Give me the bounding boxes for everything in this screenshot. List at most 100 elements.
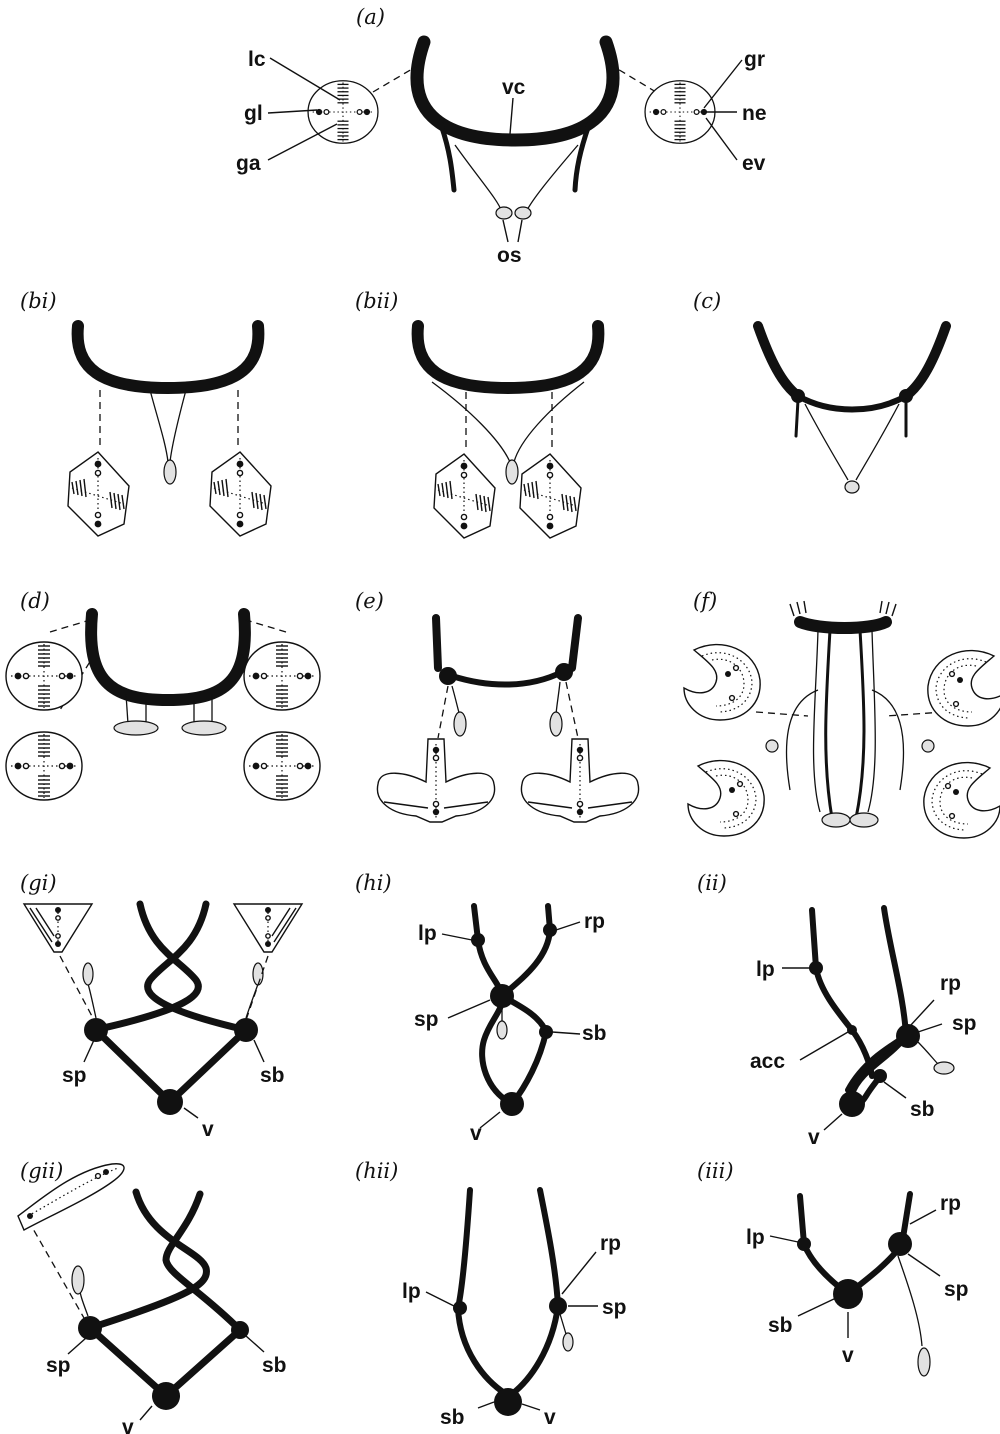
- lateral-organ: [6, 642, 82, 710]
- label-lp: lp: [402, 1280, 421, 1303]
- label-rp: rp: [940, 1192, 961, 1215]
- statolith-organ: [934, 1062, 954, 1074]
- lateral-organ: [244, 732, 320, 800]
- statolith-organ: [822, 813, 850, 827]
- label-v: v: [842, 1344, 854, 1367]
- panel-gii: (gii) sp sb v: [18, 1159, 287, 1434]
- label-v: v: [544, 1406, 556, 1429]
- leader-line: [510, 98, 513, 134]
- ventral-commissure: [758, 326, 798, 396]
- nerve: [796, 400, 798, 436]
- ganglion: [439, 667, 457, 685]
- leader-line: [706, 118, 737, 160]
- statolith-organ: [253, 963, 263, 985]
- nerve-fibre: [526, 145, 578, 212]
- leader-line: [910, 1000, 934, 1026]
- nerve: [856, 630, 864, 818]
- label-sp: sp: [952, 1012, 977, 1035]
- ventral-commissure: [798, 396, 906, 410]
- label-rp: rp: [940, 972, 961, 995]
- nerve-fibre: [868, 630, 875, 812]
- panel-gi: (gi) sp sb v: [20, 871, 302, 1141]
- leader-line: [480, 1112, 500, 1128]
- statolith-organ: [506, 460, 518, 484]
- statolith-organ: [550, 712, 562, 736]
- ventral-commissure: [452, 672, 562, 685]
- label-lp: lp: [418, 922, 437, 945]
- lateral-organ: [68, 452, 129, 536]
- nerve-fibre: [150, 390, 168, 462]
- ganglion: [555, 663, 573, 681]
- ventral-commissure: [436, 618, 438, 668]
- ganglion-lp: [809, 961, 823, 975]
- leader-line: [68, 1338, 86, 1354]
- label-sp: sp: [46, 1354, 71, 1377]
- label-v: v: [122, 1416, 134, 1434]
- leader-line: [268, 124, 337, 160]
- label-lc: lc: [248, 48, 266, 71]
- ganglion-sp: [549, 1297, 567, 1315]
- ventral-commissure: [906, 326, 946, 396]
- nerve-fibre: [432, 382, 510, 462]
- ganglion-sb: [234, 1018, 258, 1042]
- leader-line: [704, 60, 742, 108]
- panel-caption: (f): [693, 589, 717, 613]
- ganglion-sb: [539, 1025, 553, 1039]
- nerve-fibre: [556, 682, 560, 716]
- label-rp: rp: [600, 1232, 621, 1255]
- leader-line: [84, 1040, 94, 1062]
- ganglion-v: [494, 1388, 522, 1416]
- nerve-fibre: [898, 1256, 922, 1346]
- nerve-fibre: [452, 686, 460, 716]
- leader-line: [552, 1032, 580, 1034]
- panel-caption: (a): [356, 5, 385, 29]
- leader-line: [910, 1210, 936, 1224]
- connection-dashed: [566, 682, 578, 738]
- ganglion-sb: [873, 1069, 887, 1083]
- leader-line: [562, 1252, 596, 1294]
- lateral-organ: [234, 904, 302, 952]
- lateral-organ: [684, 645, 760, 720]
- panel-bii: (bii): [355, 289, 598, 538]
- statolith-organ: [497, 1021, 507, 1039]
- nerve-fibre: [916, 1040, 938, 1064]
- label-sb: sb: [260, 1064, 285, 1087]
- statolith-organ: [766, 740, 778, 752]
- lateral-organ: [521, 739, 638, 822]
- nerve-fibre: [170, 390, 186, 462]
- label-lp: lp: [746, 1226, 765, 1249]
- ganglion-v: [833, 1279, 863, 1309]
- nerve-fibre: [856, 404, 899, 480]
- statolith-organ: [922, 740, 934, 752]
- panel-d: (d): [6, 589, 320, 800]
- ganglion-v: [839, 1091, 865, 1117]
- leader-line: [908, 1254, 940, 1276]
- panel-e: (e): [355, 589, 639, 822]
- panel-bi: (bi): [20, 289, 271, 536]
- nerve-cord: [458, 1190, 506, 1394]
- leader-line: [246, 1336, 264, 1352]
- statolith-organ: [515, 207, 531, 219]
- nerve-cord: [512, 1190, 558, 1394]
- nerve: [826, 630, 832, 818]
- label-sp: sp: [414, 1008, 439, 1031]
- leader-line: [503, 220, 508, 242]
- leader-line: [184, 1108, 198, 1118]
- statolith-organ: [454, 712, 466, 736]
- statolith-organ: [72, 1266, 84, 1294]
- label-vc: vc: [502, 76, 526, 99]
- panel-caption: (ii): [697, 871, 727, 895]
- statolith-organ: [164, 460, 176, 484]
- label-sb: sb: [768, 1314, 793, 1337]
- lateral-organ: [434, 454, 495, 538]
- panel-f: (f): [684, 589, 1000, 838]
- connection-dashed: [246, 620, 286, 632]
- ganglion-v: [152, 1382, 180, 1410]
- ganglion-sp: [490, 984, 514, 1008]
- lateral-organ: [645, 81, 715, 144]
- label-sb: sb: [582, 1022, 607, 1045]
- statolith-organ: [114, 721, 158, 735]
- label-ne: ne: [742, 102, 767, 125]
- ganglion: [27, 1213, 33, 1219]
- lateral-organ: [377, 739, 494, 822]
